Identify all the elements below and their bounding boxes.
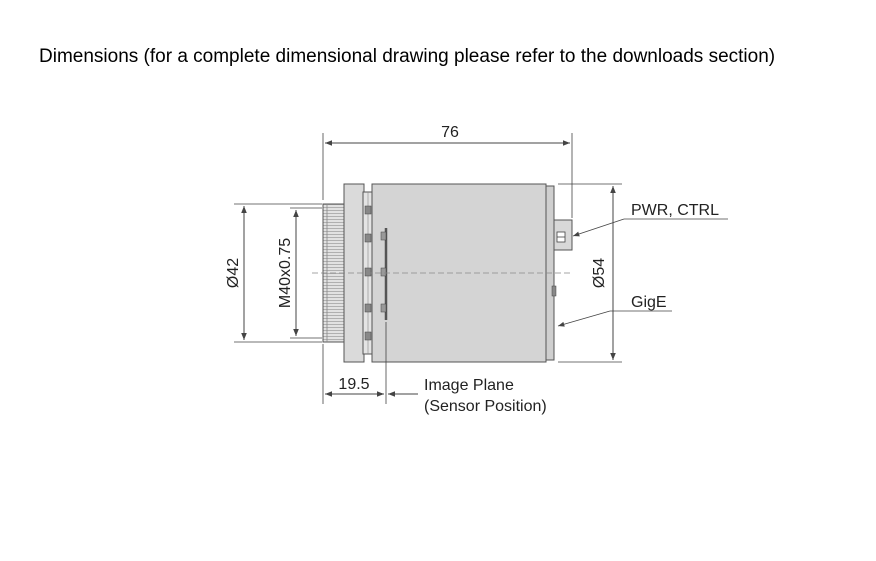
gige-connector-callout: GigE: [557, 294, 672, 327]
flange-distance-label: 19.5: [338, 376, 369, 393]
camera-body: [371, 183, 555, 363]
outer-diameter-dimension: Ø42: [225, 203, 322, 343]
power-connector-callout: PWR, CTRL: [572, 202, 728, 237]
image-plane-label-line2: (Sensor Position): [424, 398, 547, 415]
body-diameter-dimension: Ø54: [558, 183, 622, 363]
power-connector-label: PWR, CTRL: [631, 202, 719, 219]
flange-distance-dimension: 19.5: [322, 322, 418, 404]
gige-connector-label: GigE: [631, 294, 667, 311]
mount-thread-dimension: M40x0.75: [277, 207, 322, 339]
length-dimension: 76: [322, 124, 573, 218]
body-diameter-label: Ø54: [591, 258, 608, 288]
outer-diameter-label: Ø42: [225, 258, 242, 288]
image-plane-label-line1: Image Plane: [424, 377, 514, 394]
mount-thread-label: M40x0.75: [277, 238, 294, 308]
gige-connector: [551, 285, 557, 297]
page-title: Dimensions (for a complete dimensional d…: [39, 46, 776, 67]
length-label: 76: [441, 124, 459, 141]
rear-connectors: [551, 219, 573, 297]
